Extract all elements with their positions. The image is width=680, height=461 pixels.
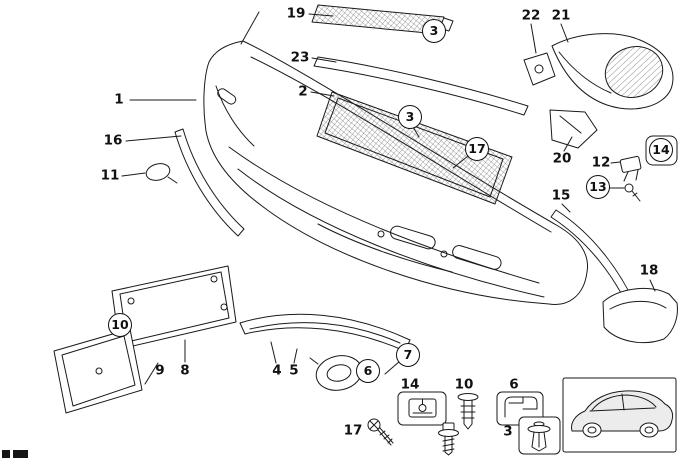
chin-strip-part <box>239 313 411 352</box>
outline <box>313 56 529 116</box>
detail-line <box>609 300 667 310</box>
inner-frame <box>61 335 136 407</box>
leader-lines <box>121 13 656 385</box>
cap-face <box>145 163 171 181</box>
grille-lower-part <box>316 91 513 205</box>
mesh-face <box>311 4 445 35</box>
legend-screw <box>367 418 394 446</box>
brake-duct-part <box>549 109 598 149</box>
detail-line <box>559 115 582 134</box>
detail-line <box>249 322 401 344</box>
small-screw-part <box>624 183 641 202</box>
corner-mark-block <box>13 450 28 458</box>
trim-strip-upper-part <box>313 56 529 116</box>
bracket-part <box>523 52 556 86</box>
washer <box>438 429 459 437</box>
outline <box>523 52 556 86</box>
mount-hole <box>95 367 103 375</box>
detail-line <box>215 85 255 147</box>
vehicle-thumbnail <box>562 377 677 453</box>
fog-light-rim <box>315 355 363 391</box>
mesh-face <box>316 91 513 205</box>
detail-line <box>237 168 545 298</box>
washer-screw-icon <box>438 422 459 456</box>
air-duct-part <box>551 33 674 110</box>
legend-expanding-rivet <box>518 416 561 455</box>
car-wheel <box>639 422 659 438</box>
washer-jet-slot <box>217 88 237 105</box>
nut-slit <box>412 398 433 414</box>
outline <box>549 109 598 149</box>
mount-hole <box>220 303 228 311</box>
outline <box>239 313 411 352</box>
bracket-hole <box>534 64 544 74</box>
rivet-legs <box>531 431 547 452</box>
legend-box <box>397 391 447 426</box>
corner-mark <box>2 450 28 458</box>
clip-shape <box>504 396 538 418</box>
tow-hook-cap-part <box>145 163 178 184</box>
mount-hole <box>377 230 385 238</box>
callout-frame-14 <box>645 135 678 166</box>
car-wheel <box>582 422 602 438</box>
clip-legs <box>623 169 639 182</box>
car-wheel-hub <box>644 426 654 434</box>
speed-nut-icon <box>408 398 437 418</box>
spring-clip-icon <box>504 396 538 418</box>
screw-shank <box>631 190 641 202</box>
edge-trim-strip-part <box>174 128 245 237</box>
bumper-slot <box>452 245 502 270</box>
screw-head <box>624 183 634 193</box>
fog-light-lens <box>326 364 352 382</box>
clip-body <box>619 155 642 173</box>
detail-line <box>558 51 612 94</box>
duct-opening <box>604 46 664 98</box>
mount-hole <box>210 275 218 283</box>
screw-slot <box>369 420 379 430</box>
car-body <box>571 390 674 432</box>
clip-part <box>619 155 642 182</box>
outline <box>174 128 245 237</box>
rivet-head <box>457 393 479 401</box>
fog-light-tab <box>309 357 319 365</box>
legend-push-rivet <box>457 393 479 430</box>
corner-mark-block <box>2 450 10 458</box>
mount-hole <box>440 250 448 258</box>
outline <box>53 328 143 414</box>
side-scoop-part <box>602 288 678 344</box>
screw-shank <box>442 435 455 456</box>
car-belt-line <box>589 407 656 412</box>
legend-speed-nut <box>397 391 447 426</box>
grille-upper-part <box>311 4 454 35</box>
outline <box>602 288 678 344</box>
mount-hole <box>127 297 135 305</box>
plate-recess-line <box>317 223 453 273</box>
expanding-rivet-icon <box>527 421 551 452</box>
rivet-flange <box>527 425 551 433</box>
cap-tail <box>167 176 178 184</box>
screw-shank <box>377 427 394 446</box>
car-icon <box>571 390 674 438</box>
car-roof-line <box>591 394 657 411</box>
rivet-body <box>460 399 476 430</box>
bumper-slot <box>390 225 436 250</box>
corner-edge-line <box>240 11 260 45</box>
push-rivet-icon <box>457 393 479 430</box>
plate-filler-lower-part <box>53 328 143 414</box>
fog-light-part <box>309 355 363 391</box>
inner-frame <box>324 97 504 198</box>
car-pillar-line <box>621 393 625 411</box>
car-wheel-hub <box>587 426 597 434</box>
screw-icon <box>367 418 394 446</box>
